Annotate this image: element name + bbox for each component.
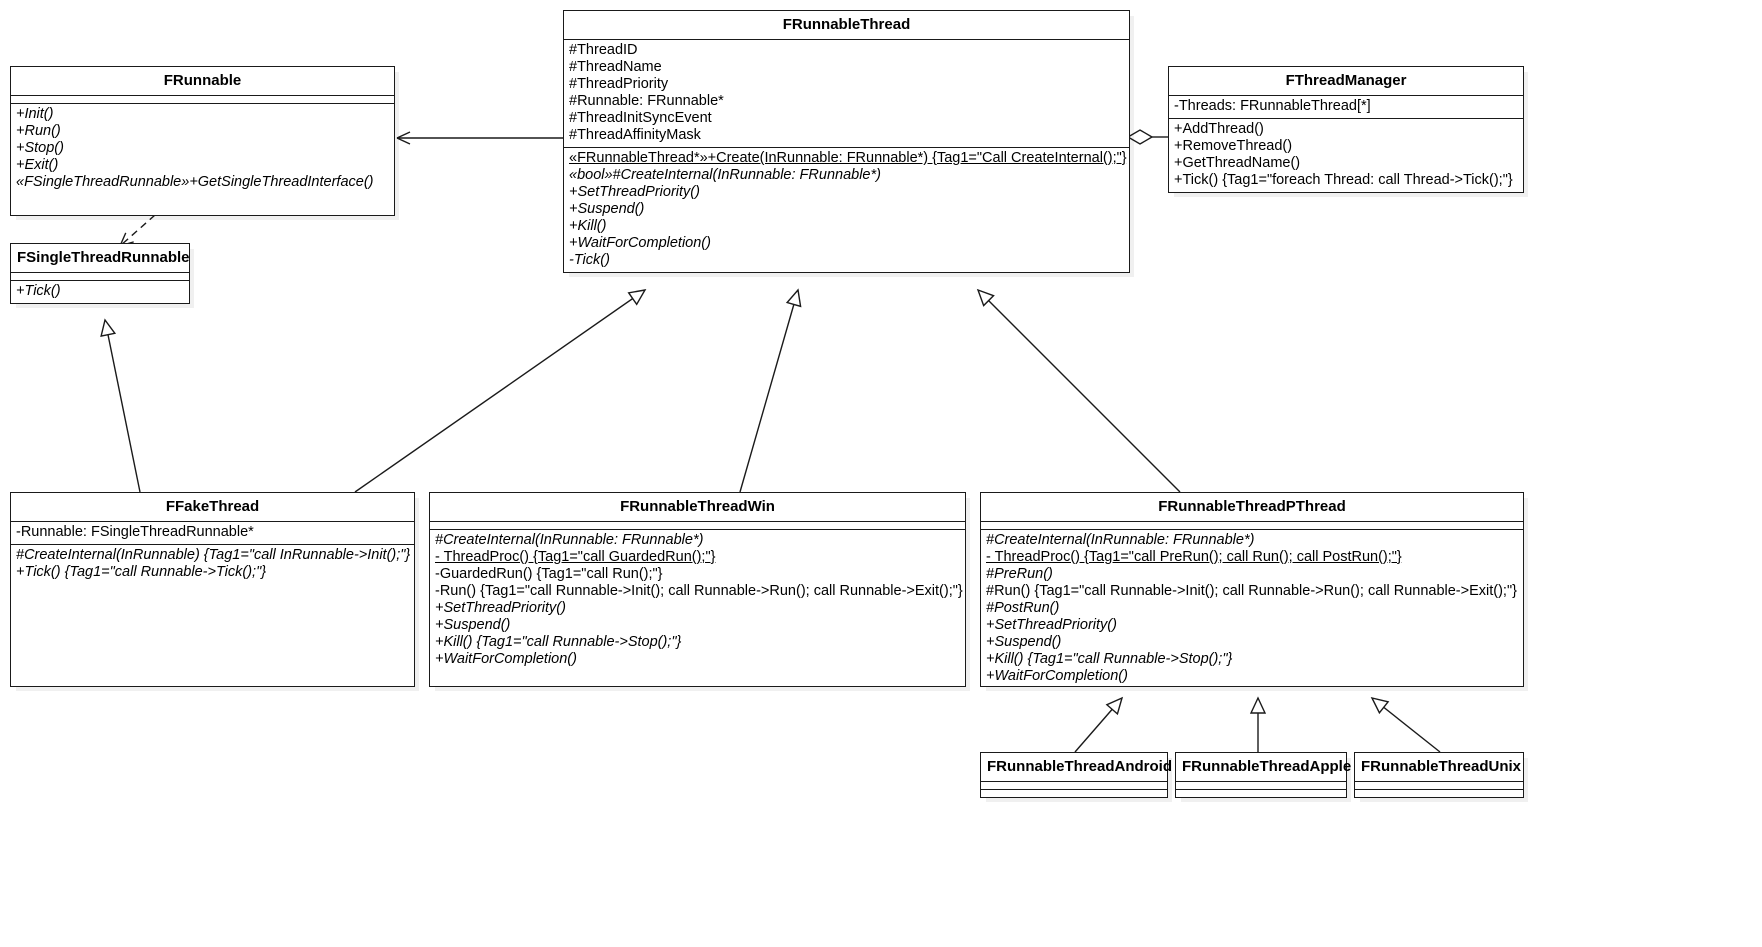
class-member: +GetThreadName() <box>1174 155 1301 171</box>
class-member: - ThreadProc() {Tag1="call GuardedRun();… <box>435 549 716 565</box>
class-member: #PostRun() <box>986 600 1060 616</box>
class-box-fsinglethreadrunnable[interactable]: FSingleThreadRunnable +Tick() <box>10 243 190 304</box>
edge-unix-pthread <box>1370 696 1441 753</box>
class-box-frunnablethreadunix[interactable]: FRunnableThreadUnix <box>1354 752 1524 798</box>
class-name: FRunnableThreadUnix <box>1361 758 1522 775</box>
class-name: FRunnableThread <box>782 16 911 33</box>
class-member: «bool»#CreateInternal(InRunnable: FRunna… <box>569 167 881 183</box>
class-name: FThreadManager <box>1285 72 1407 89</box>
methods-compartment: #CreateInternal(InRunnable: FRunnable*) … <box>981 529 1523 688</box>
class-member: -GuardedRun() {Tag1="call Run();"} <box>435 566 663 582</box>
class-member: -Tick() <box>569 252 610 268</box>
edge-android-pthread <box>1074 696 1124 753</box>
class-member: +Suspend() <box>569 201 645 217</box>
class-member: +Kill() {Tag1="call Runnable->Stop();"} <box>435 634 682 650</box>
methods-compartment <box>1176 789 1346 797</box>
class-member: #ThreadPriority <box>569 76 669 92</box>
class-member: +Tick() {Tag1="foreach Thread: call Thre… <box>1174 172 1513 188</box>
attributes-compartment <box>430 521 965 529</box>
class-name: FRunnable <box>163 72 242 89</box>
class-member: #Run() {Tag1="call Runnable->Init(); cal… <box>986 583 1517 599</box>
class-member: +Stop() <box>16 140 64 156</box>
class-member: +Exit() <box>16 157 59 173</box>
class-name: FRunnableThreadWin <box>620 498 775 515</box>
class-member: +Init() <box>16 106 54 122</box>
class-member: +SetThreadPriority() <box>435 600 566 616</box>
class-name: FRunnableThreadApple <box>1182 758 1352 775</box>
class-member: #PreRun() <box>986 566 1053 582</box>
attributes-compartment <box>1355 781 1523 789</box>
class-member: +Tick() <box>16 283 61 299</box>
attributes-compartment <box>1176 781 1346 789</box>
methods-compartment: +AddThread() +RemoveThread() +GetThreadN… <box>1169 118 1523 192</box>
class-box-frunnablethreadwin[interactable]: FRunnableThreadWin #CreateInternal(InRun… <box>429 492 966 687</box>
attributes-compartment <box>981 521 1523 529</box>
edge-ffakethread-fsinglethreadrunnable <box>100 318 141 493</box>
aggregation-diamond <box>1126 129 1154 145</box>
class-member: +WaitForCompletion() <box>435 651 577 667</box>
edge-frunnablethreadwin-frunnablethread <box>739 288 802 493</box>
class-member: -Runnable: FSingleThreadRunnable* <box>16 524 254 540</box>
class-member: +AddThread() <box>1174 121 1264 137</box>
class-member: -Run() {Tag1="call Runnable->Init(); cal… <box>435 583 963 599</box>
methods-compartment: +Init() +Run() +Stop() +Exit() «FSingleT… <box>11 103 394 215</box>
class-member: #ThreadName <box>569 59 662 75</box>
attributes-compartment: -Threads: FRunnableThread[*] <box>1169 95 1523 118</box>
methods-compartment <box>981 789 1167 797</box>
class-member: +WaitForCompletion() <box>569 235 711 251</box>
class-member: #CreateInternal(InRunnable) {Tag1="call … <box>16 547 411 563</box>
class-member: #CreateInternal(InRunnable: FRunnable*) <box>986 532 1255 548</box>
class-box-frunnablethreadandroid[interactable]: FRunnableThreadAndroid <box>980 752 1172 798</box>
class-name: FRunnableThreadPThread <box>1158 498 1346 515</box>
attributes-compartment <box>11 95 394 103</box>
class-member: +Suspend() <box>986 634 1062 650</box>
class-member: +SetThreadPriority() <box>569 184 700 200</box>
edge-ffakethread-frunnablethread <box>354 289 647 493</box>
attributes-compartment: #ThreadID #ThreadName #ThreadPriority #R… <box>564 39 1129 147</box>
class-name: FSingleThreadRunnable <box>17 249 190 266</box>
class-member: «FSingleThreadRunnable»+GetSingleThreadI… <box>16 174 374 190</box>
class-member: #Runnable: FRunnable* <box>569 93 724 109</box>
class-member: #CreateInternal(InRunnable: FRunnable*) <box>435 532 704 548</box>
methods-compartment: +Tick() <box>11 280 189 303</box>
methods-compartment: «FRunnableThread*»+Create(InRunnable: FR… <box>564 147 1129 272</box>
class-name: FFakeThread <box>165 498 260 515</box>
class-member: #ThreadAffinityMask <box>569 127 701 143</box>
edge-frunnable-fsinglethreadrunnable <box>119 214 156 247</box>
edge-frunnablethreadpthread-frunnablethread <box>976 288 1181 493</box>
class-member: #ThreadID <box>569 42 638 58</box>
class-member: -Threads: FRunnableThread[*] <box>1174 98 1371 114</box>
class-member: +Kill() {Tag1="call Runnable->Stop();"} <box>986 651 1233 667</box>
class-box-frunnablethreadpthread[interactable]: FRunnableThreadPThread #CreateInternal(I… <box>980 492 1524 687</box>
class-member: +Tick() {Tag1="call Runnable->Tick();"} <box>16 564 267 580</box>
attributes-compartment <box>981 781 1167 789</box>
class-name: FRunnableThreadAndroid <box>987 758 1172 775</box>
class-member: +Suspend() <box>435 617 511 633</box>
class-box-frunnable[interactable]: FRunnable +Init() +Run() +Stop() +Exit()… <box>10 66 395 216</box>
class-box-frunnablethreadapple[interactable]: FRunnableThreadApple <box>1175 752 1352 798</box>
attributes-compartment: -Runnable: FSingleThreadRunnable* <box>11 521 414 544</box>
class-member: - ThreadProc() {Tag1="call PreRun(); cal… <box>986 549 1402 565</box>
class-member: +RemoveThread() <box>1174 138 1293 154</box>
class-box-fthreadmanager[interactable]: FThreadManager -Threads: FRunnableThread… <box>1168 66 1524 193</box>
attributes-compartment <box>11 272 189 280</box>
methods-compartment: #CreateInternal(InRunnable: FRunnable*) … <box>430 529 965 671</box>
class-member: +SetThreadPriority() <box>986 617 1117 633</box>
class-member: «FRunnableThread*»+Create(InRunnable: FR… <box>569 150 1127 166</box>
class-box-ffakethread[interactable]: FFakeThread -Runnable: FSingleThreadRunn… <box>10 492 415 687</box>
methods-compartment: #CreateInternal(InRunnable) {Tag1="call … <box>11 544 414 584</box>
class-member: +Run() <box>16 123 61 139</box>
class-member: +Kill() <box>569 218 607 234</box>
class-box-frunnablethread[interactable]: FRunnableThread #ThreadID #ThreadName #T… <box>563 10 1130 273</box>
methods-compartment <box>1355 789 1523 797</box>
class-member: +WaitForCompletion() <box>986 668 1128 684</box>
class-member: #ThreadInitSyncEvent <box>569 110 712 126</box>
